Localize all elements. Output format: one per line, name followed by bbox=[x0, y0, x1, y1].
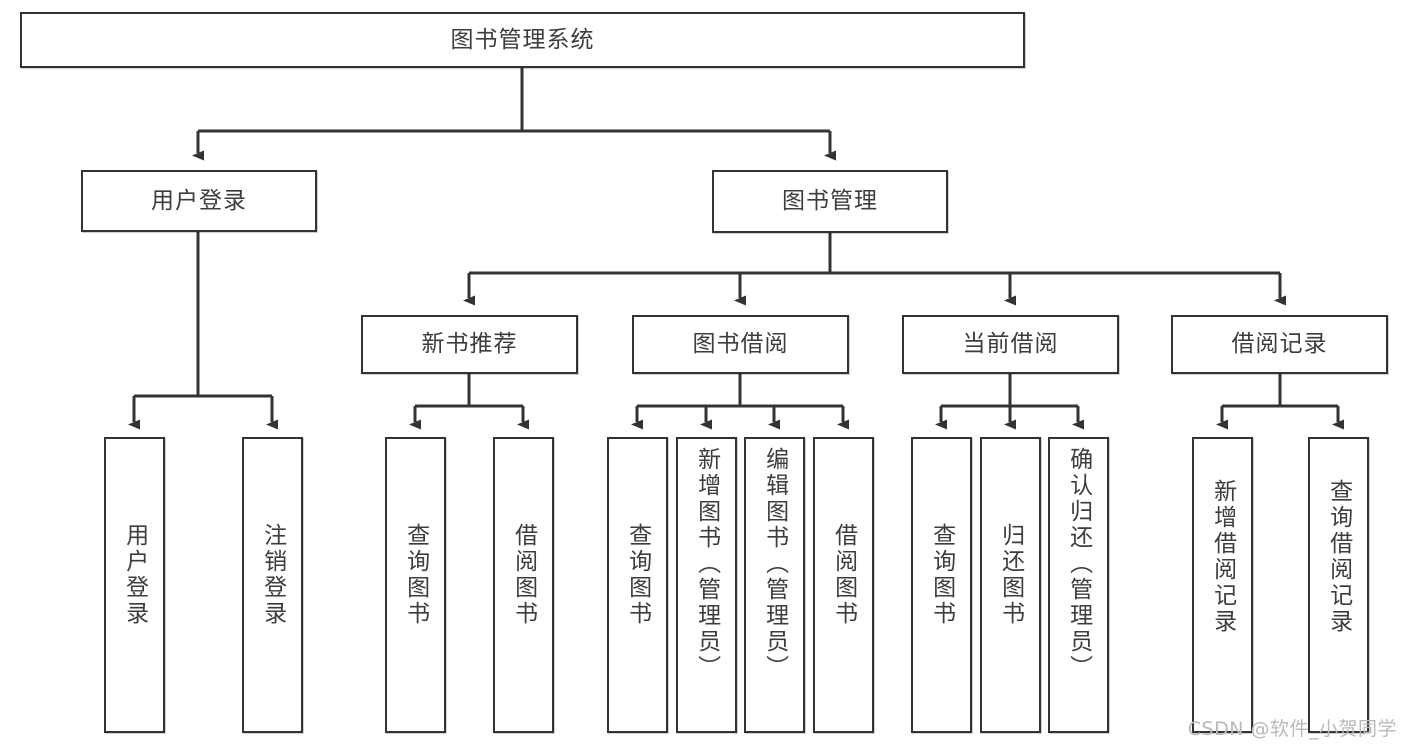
node-current-borrow[interactable]: 当前借阅 bbox=[902, 315, 1119, 374]
node-leaf-query-record-label: 查询借阅记录 bbox=[1325, 479, 1352, 635]
node-leaf-confirm-return[interactable]: 确认归还（管理员） bbox=[1048, 437, 1109, 733]
node-leaf-query-book-2-label: 查询图书 bbox=[624, 523, 651, 627]
node-leaf-user-logout-label: 注销登录 bbox=[259, 523, 286, 627]
watermark-text: CSDN @软件_小贺同学 bbox=[1187, 718, 1397, 740]
node-user-login[interactable]: 用户登录 bbox=[81, 170, 317, 232]
node-leaf-borrow-book-1[interactable]: 借阅图书 bbox=[493, 437, 554, 733]
node-book-borrow[interactable]: 图书借阅 bbox=[632, 315, 849, 374]
node-leaf-return-book[interactable]: 归还图书 bbox=[980, 437, 1041, 733]
node-leaf-query-book-3[interactable]: 查询图书 bbox=[911, 437, 972, 733]
node-new-book-recommend[interactable]: 新书推荐 bbox=[361, 315, 578, 374]
node-leaf-return-book-label: 归还图书 bbox=[997, 523, 1024, 627]
node-leaf-query-book-1[interactable]: 查询图书 bbox=[385, 437, 446, 733]
node-leaf-borrow-book-1-label: 借阅图书 bbox=[510, 523, 537, 627]
node-root[interactable]: 图书管理系统 bbox=[20, 12, 1025, 68]
node-leaf-edit-book-label: 编辑图书（管理员） bbox=[761, 447, 788, 681]
node-user-login-label: 用户登录 bbox=[151, 187, 247, 214]
node-leaf-add-book-label: 新增图书（管理员） bbox=[693, 447, 720, 681]
node-leaf-confirm-return-label: 确认归还（管理员） bbox=[1065, 447, 1092, 681]
node-borrow-record-label: 借阅记录 bbox=[1231, 331, 1328, 358]
node-leaf-query-book-1-label: 查询图书 bbox=[402, 523, 429, 627]
node-leaf-add-record-label: 新增借阅记录 bbox=[1209, 479, 1236, 635]
node-leaf-query-book-2[interactable]: 查询图书 bbox=[607, 437, 668, 733]
node-current-borrow-label: 当前借阅 bbox=[962, 331, 1059, 358]
node-book-management[interactable]: 图书管理 bbox=[712, 170, 948, 233]
node-leaf-query-book-3-label: 查询图书 bbox=[928, 523, 955, 627]
node-leaf-user-login-label: 用户登录 bbox=[121, 523, 148, 627]
node-leaf-add-record[interactable]: 新增借阅记录 bbox=[1192, 437, 1253, 733]
node-new-book-recommend-label: 新书推荐 bbox=[421, 331, 518, 358]
node-leaf-borrow-book-2[interactable]: 借阅图书 bbox=[813, 437, 874, 733]
node-root-label: 图书管理系统 bbox=[450, 26, 595, 53]
node-book-management-label: 图书管理 bbox=[782, 188, 878, 215]
node-leaf-borrow-book-2-label: 借阅图书 bbox=[830, 523, 857, 627]
node-leaf-edit-book[interactable]: 编辑图书（管理员） bbox=[744, 437, 805, 733]
node-borrow-record[interactable]: 借阅记录 bbox=[1171, 315, 1388, 374]
node-leaf-user-login[interactable]: 用户登录 bbox=[104, 437, 165, 733]
node-leaf-query-record[interactable]: 查询借阅记录 bbox=[1308, 437, 1369, 733]
node-book-borrow-label: 图书借阅 bbox=[692, 331, 789, 358]
node-leaf-add-book[interactable]: 新增图书（管理员） bbox=[676, 437, 737, 733]
node-leaf-user-logout[interactable]: 注销登录 bbox=[242, 437, 303, 733]
